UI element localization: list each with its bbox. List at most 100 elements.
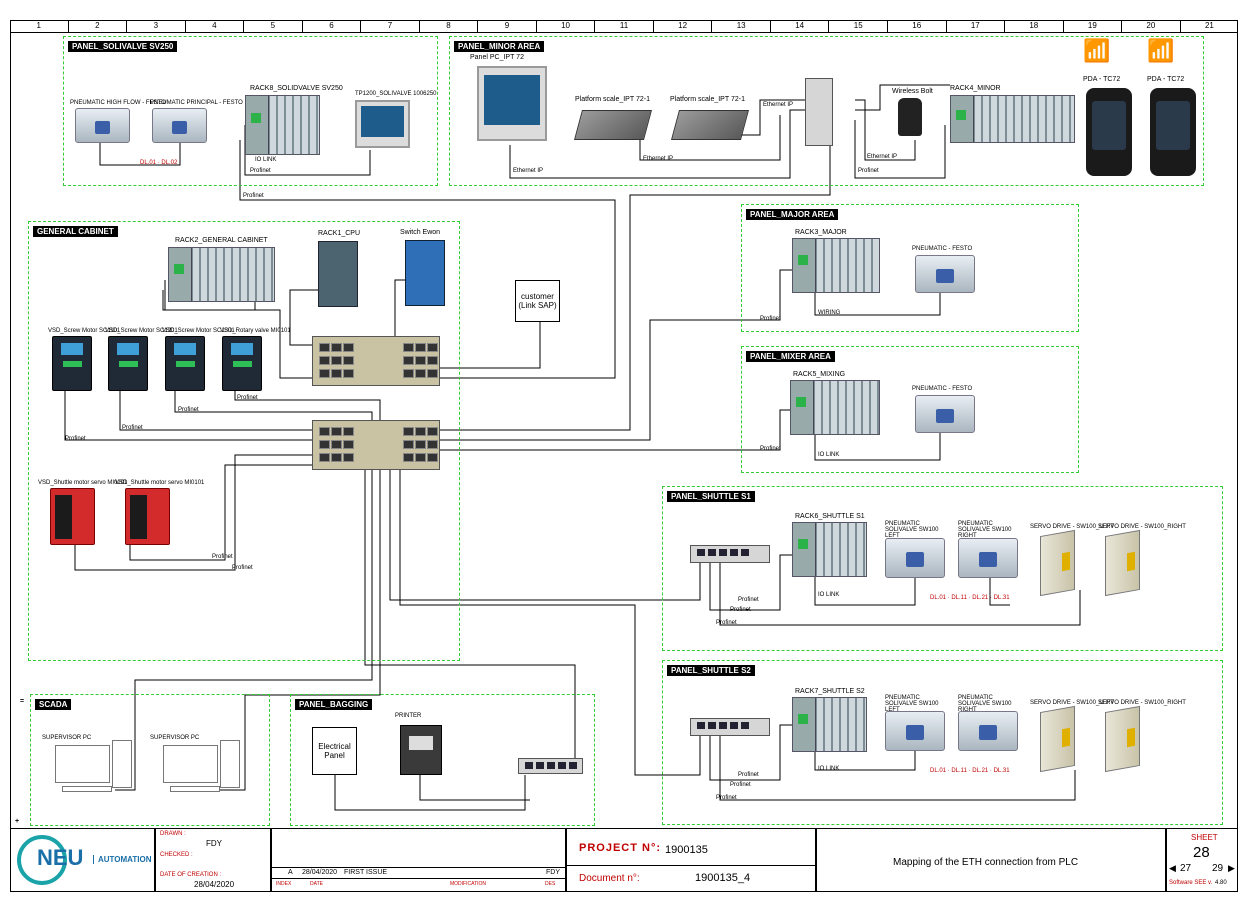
supervisor-pc-2-monitor <box>163 745 218 783</box>
panel-mixer-area: PANEL_MIXER AREA <box>741 346 1079 473</box>
column-number: 18 <box>1005 20 1064 32</box>
switch-port <box>730 549 738 556</box>
col-des: DES <box>545 881 556 887</box>
rack2-label: RACK2_GENERAL CABINET <box>175 237 268 244</box>
software-value: 4.80 <box>1215 880 1227 886</box>
switch-port <box>536 762 544 769</box>
pneumatic-festo-label: PNEUMATIC - FESTO <box>912 246 973 252</box>
software-label: Software SEE v. <box>1169 880 1213 886</box>
switch-port <box>719 549 727 556</box>
column-number: 16 <box>888 20 947 32</box>
pneumatic-solivalve-left <box>885 538 945 578</box>
switch-port <box>403 369 414 378</box>
switch-port <box>343 453 354 462</box>
switch-ewon <box>405 240 445 306</box>
pneumatic-high-flow-valve <box>75 108 130 143</box>
panel-minor-area: PANEL_MINOR AREA <box>449 36 1204 186</box>
profinet-label: Profinet <box>237 395 258 401</box>
switch-port <box>415 427 426 436</box>
servo-right-label: SERVO DRIVE - SW100_RIGHT <box>1098 700 1186 706</box>
switch-port <box>319 440 330 449</box>
profinet-label: Profinet <box>243 193 264 199</box>
profinet-label: Profinet <box>178 407 199 413</box>
switch-port <box>708 722 716 729</box>
rack8-device <box>245 95 320 155</box>
supervisor-pc-2-label: SUPERVISOR PC <box>150 735 200 741</box>
panel-bagging: PANEL_BAGGING <box>290 694 595 826</box>
switch-port <box>415 440 426 449</box>
checked-label: CHECKED : <box>160 852 193 858</box>
drawn-label: DRAWN : <box>160 831 186 837</box>
rev-index: A <box>288 869 293 876</box>
column-number: 21 <box>1204 21 1214 30</box>
revision-cell: A 28/04/2020 FIRST ISSUE FDY INDEX DATE … <box>271 828 566 892</box>
switch-port <box>343 440 354 449</box>
switch-port <box>415 343 426 352</box>
pda-2-label: PDA - TC72 <box>1147 76 1185 83</box>
vsd-6-label: VSD_Shuttle motor servo MI0101 <box>115 480 205 486</box>
sheet-prev[interactable]: 27 <box>1180 863 1192 874</box>
sheet-next[interactable]: 29 <box>1212 863 1224 874</box>
servo-right-label: SERVO DRIVE - SW100_RIGHT <box>1098 524 1186 530</box>
profinet-label: Profinet <box>212 554 233 560</box>
column-number: 17 <box>947 20 1006 32</box>
supervisor-pc-1-keyboard <box>62 786 112 792</box>
switch-port <box>331 427 342 436</box>
servo-drive-left <box>1040 705 1075 773</box>
switch-port <box>343 369 354 378</box>
plus-marker: + <box>15 818 20 825</box>
sheet-prev-icon[interactable]: ◀ <box>1169 863 1176 873</box>
io-link-label: IO LINK <box>818 592 840 598</box>
column-number: 5 <box>244 20 303 32</box>
panel-title: PANEL_MIXER AREA <box>746 351 835 362</box>
switch-port <box>569 762 577 769</box>
vsd-1 <box>52 336 92 391</box>
switch-port <box>319 369 330 378</box>
profinet-label: Profinet <box>250 168 271 174</box>
switch-port <box>719 722 727 729</box>
customer-label: customer <box>521 292 554 301</box>
neu-logo-icon <box>17 835 67 885</box>
rev-by: FDY <box>546 869 560 876</box>
column-number: 4 <box>186 20 245 32</box>
cable-ref-label: DL.01 · DL.11 · DL.21 · DL.31 <box>930 595 1010 601</box>
rev-divider <box>272 867 565 868</box>
rack8-label: RACK8_SOLIDVALVE SV250 <box>250 85 343 92</box>
main-switch-1 <box>312 336 440 386</box>
switch-port <box>331 356 342 365</box>
panel-title: PANEL_SOLIVALVE SV250 <box>68 41 178 52</box>
ethernet-ip-label: Ethernet IP <box>867 154 898 160</box>
panel-pc-label: Panel PC_IPT 72 <box>470 54 524 61</box>
logo-cell: NEU AUTOMATION <box>10 828 155 892</box>
pneumatic-solivalve-left-label: PNEUMATIC SOLIVALVE SW100 LEFT <box>885 695 939 713</box>
panel-title: PANEL_BAGGING <box>295 699 373 710</box>
vsd-2 <box>108 336 148 391</box>
switch-port <box>697 549 705 556</box>
profinet-label: Profinet <box>760 446 781 452</box>
document-value: 1900135_4 <box>695 872 751 884</box>
logo-text: NEU <box>37 845 84 870</box>
panel-title: PANEL_MAJOR AREA <box>746 209 839 220</box>
sheet-next-icon[interactable]: ▶ <box>1228 863 1235 873</box>
switch-port <box>415 453 426 462</box>
rack1-label: RACK1_CPU <box>318 230 361 237</box>
pda-1-label: PDA - TC72 <box>1083 76 1121 83</box>
shuttle-s2-switch <box>690 718 770 736</box>
rack4-label: RACK4_MINOR <box>950 85 1001 92</box>
switch-port <box>427 427 438 436</box>
vsd-3-label: VSD_Screw Motor SC1301 <box>162 328 235 334</box>
column-number: 11 <box>595 20 654 32</box>
supervisor-pc-1-tower <box>112 740 132 788</box>
panel-title: SCADA <box>35 699 72 710</box>
switch-port <box>319 356 330 365</box>
switch-port <box>708 549 716 556</box>
profinet-label: Profinet <box>730 607 751 613</box>
panel-scada: SCADA <box>30 694 270 826</box>
rack2-device <box>168 247 275 302</box>
wireless-bolt-device <box>898 98 922 136</box>
panel-general-cabinet: GENERAL CABINET <box>28 221 460 661</box>
pneumatic-festo-valve <box>915 395 975 433</box>
switch-port <box>331 343 342 352</box>
pneumatic-solivalve-right-label: PNEUMATIC SOLIVALVE SW100 RIGHT <box>958 695 1012 713</box>
rack5-label: RACK5_MIXING <box>793 371 846 378</box>
